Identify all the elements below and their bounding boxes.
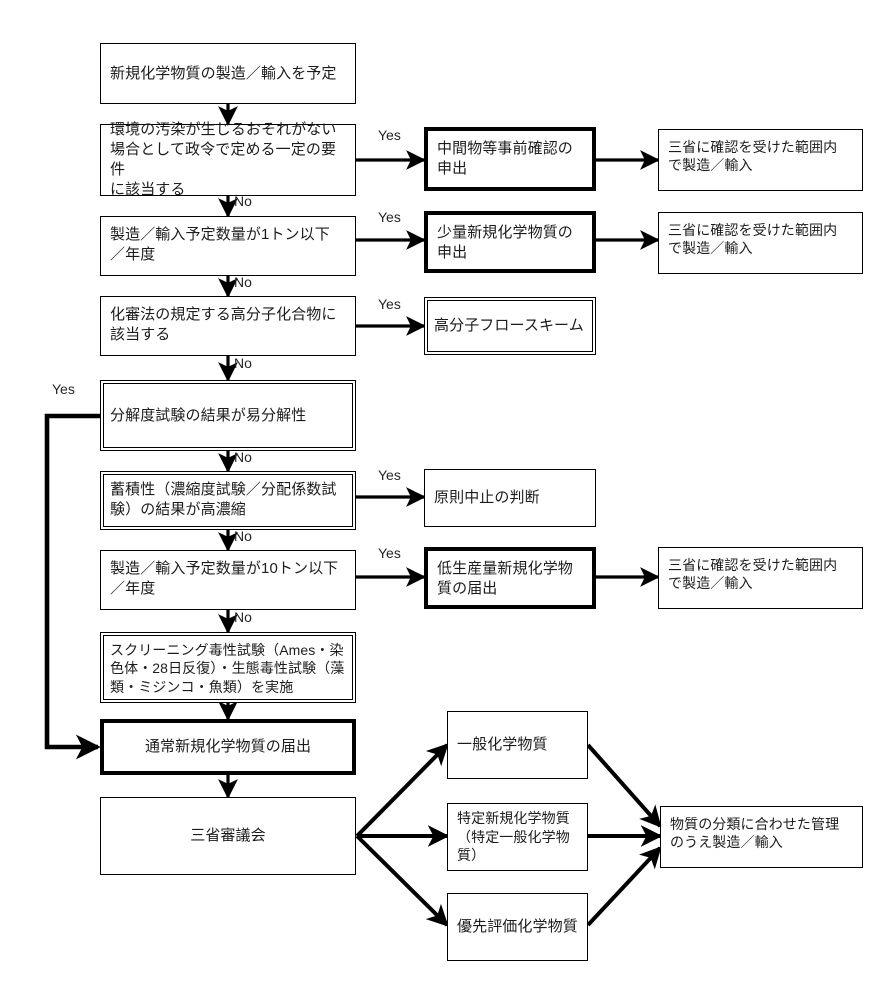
node-normal-notification: 通常新規化学物質の届出 bbox=[100, 719, 356, 775]
edge-label-no-degradable: No bbox=[234, 449, 252, 465]
node-polymer-flow-scheme: 高分子フロースキーム bbox=[424, 297, 596, 355]
edge-label-yes-intermediate: Yes bbox=[378, 127, 401, 143]
edge-yes-degradable-loop bbox=[44, 413, 101, 760]
node-confirmed-range-1: 三省に確認を受けた範囲内 で製造／輸入 bbox=[658, 129, 863, 191]
edge-label-yes-one-ton: Yes bbox=[378, 209, 401, 225]
node-decision-degradable: 分解度試験の結果が易分解性 bbox=[100, 380, 356, 451]
edge-label-no-polymer: No bbox=[234, 355, 252, 371]
node-decision-intermediate: 環境の汚染が生じるおそれがない 場合として政令で定める一定の要件 に該当する bbox=[100, 121, 356, 198]
node-managed-manufacture: 物質の分類に合わせた管理 のうえ製造／輸入 bbox=[660, 806, 863, 868]
edge-label-yes-degradable: Yes bbox=[52, 381, 75, 397]
node-decision-polymer: 化審法の規定する高分子化合物に 該当する bbox=[100, 296, 356, 356]
edge-priority-to-managed bbox=[586, 846, 662, 927]
node-specified-new-chemical: 特定新規化学物質 （特定一般化学物質） bbox=[447, 803, 588, 871]
edge-label-no-bioaccumulation: No bbox=[234, 528, 252, 544]
edge-general-to-managed bbox=[586, 743, 662, 828]
edge-label-yes-polymer: Yes bbox=[378, 296, 401, 312]
node-confirmed-range-2: 三省に確認を受けた範囲内 で製造／輸入 bbox=[658, 212, 863, 274]
node-start: 新規化学物質の製造／輸入を予定 bbox=[100, 43, 356, 104]
node-low-volume-notification: 低生産量新規化学物 質の届出 bbox=[424, 547, 596, 609]
edge-council-to-general bbox=[355, 743, 449, 838]
node-council: 三省審議会 bbox=[100, 797, 356, 875]
node-confirmed-range-3: 三省に確認を受けた範囲内 で製造／輸入 bbox=[658, 547, 863, 609]
node-small-quantity-application: 少量新規化学物質の 申出 bbox=[424, 211, 596, 273]
node-decision-ten-ton: 製造／輸入予定数量が10トン以下 ／年度 bbox=[100, 550, 356, 610]
node-decision-one-ton: 製造／輸入予定数量が1トン以下 ／年度 bbox=[100, 216, 356, 276]
node-priority-assessment-chemical: 優先評価化学物質 bbox=[447, 893, 588, 961]
edge-label-yes-ten-ton: Yes bbox=[378, 545, 401, 561]
node-screening-tests: スクリーニング毒性試験（Ames・染 色体・28日反復）・生態毒性試験（藻 類・… bbox=[100, 632, 356, 703]
edge-label-no-one-ton: No bbox=[234, 274, 252, 290]
edge-council-to-priority bbox=[355, 834, 449, 927]
node-intermediate-application: 中間物等事前確認の 申出 bbox=[424, 127, 596, 191]
node-decision-bioaccumulation: 蓄積性（濃縮度試験／分配係数試 験）の結果が高濃縮 bbox=[100, 471, 356, 530]
node-stop-decision: 原則中止の判断 bbox=[424, 469, 596, 527]
edge-label-yes-bioaccumulation: Yes bbox=[378, 467, 401, 483]
node-general-chemical: 一般化学物質 bbox=[447, 711, 588, 779]
edge-label-no-intermediate: No bbox=[234, 193, 252, 209]
edge-label-no-ten-ton: No bbox=[234, 609, 252, 625]
